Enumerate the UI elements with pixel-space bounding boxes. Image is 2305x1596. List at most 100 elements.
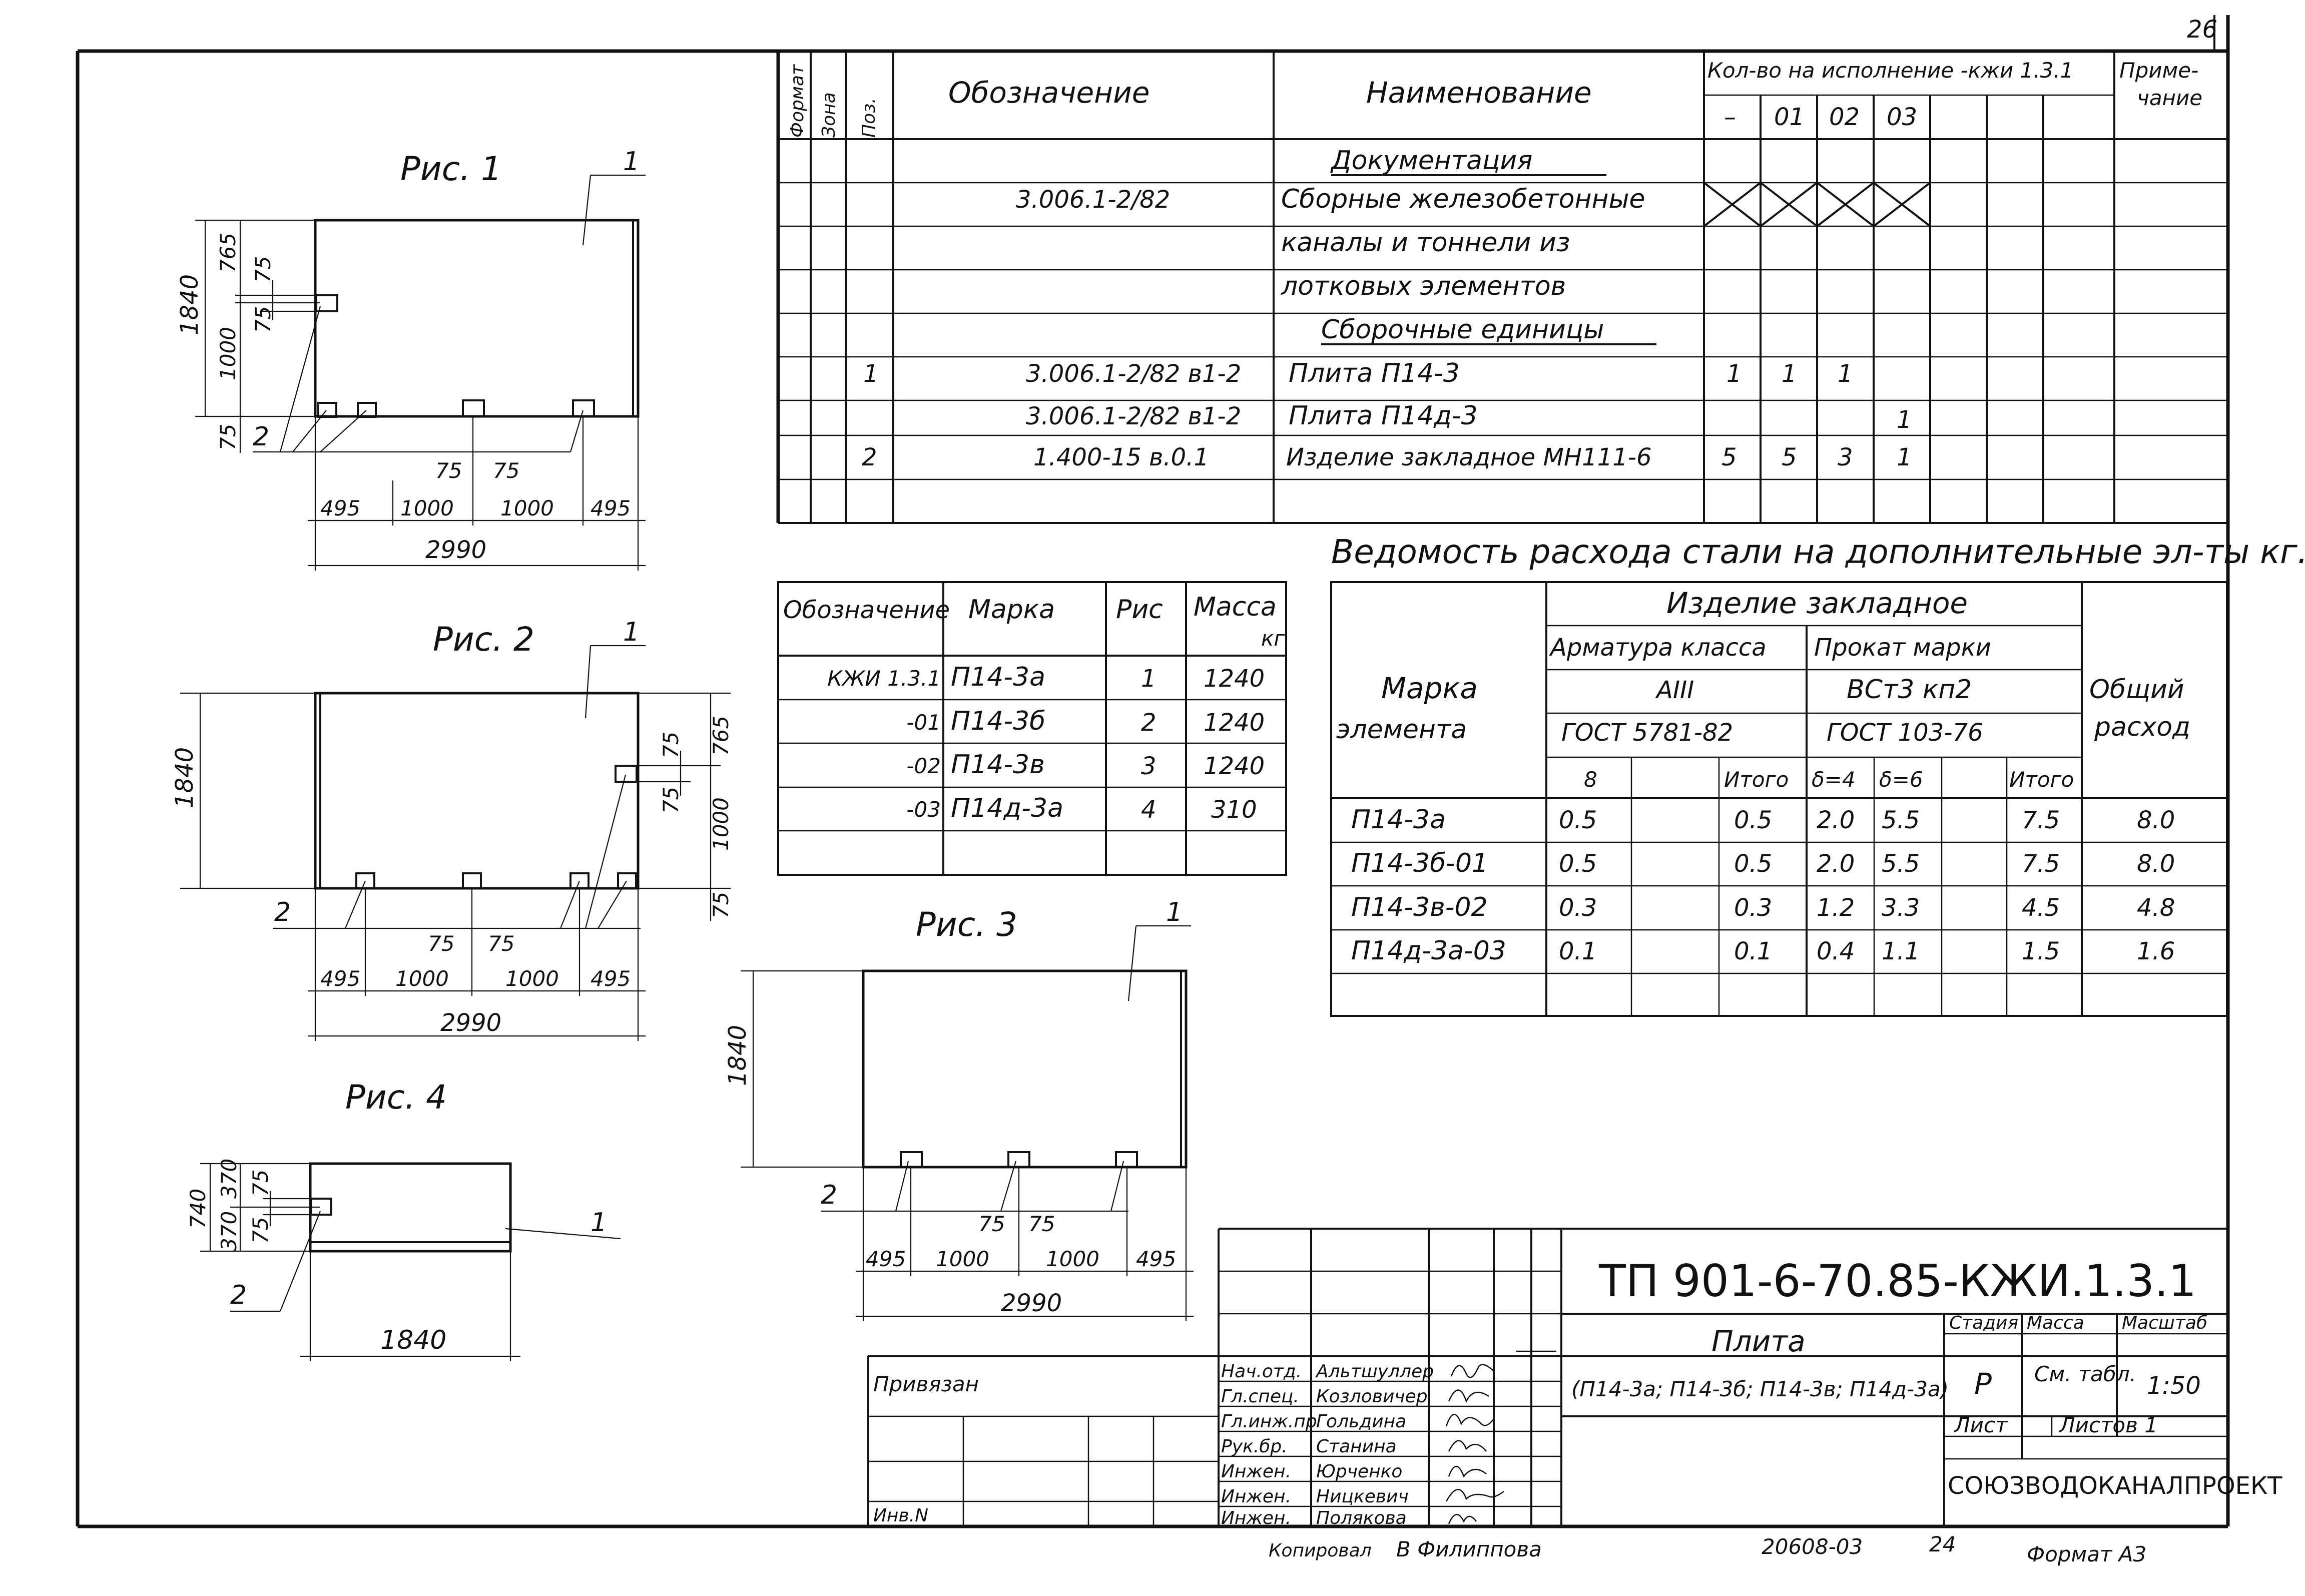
spec-variant-02: 02 [1829, 103, 1860, 131]
mark-col-mass-1: Масса [1194, 592, 1277, 622]
mark-row-designation: -01 [906, 710, 941, 735]
person: Ницкевич [1316, 1486, 1409, 1507]
steel-col-product: Изделие закладное [1666, 586, 1968, 620]
figure-2-dim: 495 [591, 966, 631, 991]
figure-2: Рис. 2 1 2 1840 75 765 75 1000 75 [171, 617, 733, 1041]
figure-2-leader-1: 1 [623, 617, 640, 647]
steel-cell: 0.1 [1559, 937, 1597, 965]
spec-col-note-1: Приме- [2119, 58, 2198, 83]
mark-col-designation: Обозначение [783, 596, 950, 624]
spec-row-designation: 3.006.1-2/82 [1016, 186, 1170, 214]
mass-value: См. табл. [2034, 1362, 2136, 1386]
mark-row-mark: П14-3в [951, 750, 1045, 780]
title-block: Привязан Инв.N Нач.отд. Альтшуллер Гл.сп… [867, 1228, 2282, 1528]
spec-col-note-2: чание [2137, 86, 2202, 110]
figure-3-dim-height: 1840 [724, 1025, 752, 1086]
spec-row-name: Сборные железобетонные [1281, 184, 1645, 214]
steel-cell: 5.5 [1882, 850, 1920, 878]
figure-4-dim: 75 [248, 1170, 273, 1196]
mark-col-mark: Марка [968, 595, 1055, 625]
person: Станина [1316, 1436, 1397, 1457]
figure-1-dim: 1000 [400, 496, 454, 520]
stage-value: Р [1974, 1367, 1992, 1401]
person: Гольдина [1316, 1411, 1406, 1432]
figure-4-title: Рис. 4 [345, 1078, 447, 1117]
steel-row: П14д-3а-03 0.1 0.1 0.4 1.1 1.5 1.6 [1351, 936, 2175, 966]
mark-row-mark: П14-3б [951, 706, 1045, 736]
steel-cell: 8.0 [2137, 806, 2175, 834]
privyazan-label: Привязан [873, 1372, 979, 1396]
figure-1-dim: 75 [216, 424, 240, 450]
figure-1-dim: 1000 [216, 327, 240, 380]
figure-2-dim: 1000 [505, 966, 559, 991]
scale-header: Масштаб [2122, 1313, 2207, 1333]
figure-2-dim: 765 [709, 716, 733, 756]
figure-1-dim: 75 [493, 458, 519, 483]
figure-4-dim: 75 [248, 1217, 273, 1244]
footer-page: 24 [1929, 1532, 1956, 1556]
mark-row-designation: -03 [906, 797, 941, 822]
figure-3-dim: 495 [1136, 1247, 1176, 1271]
steel-col-rolled: Прокат марки [1814, 634, 1991, 662]
figure-3-dim-length: 2990 [1001, 1289, 1062, 1317]
spec-row-designation: 1.400-15 в.0.1 [1033, 443, 1209, 471]
steel-cell: 0.5 [1734, 806, 1772, 834]
steel-cell: 0.3 [1734, 894, 1772, 922]
steel-cell: 5.5 [1882, 806, 1920, 834]
spec-row-designation: 3.006.1-2/82 в1-2 [1026, 402, 1241, 430]
figure-1-dim: 1000 [500, 496, 554, 520]
role: Гл.спец. [1221, 1386, 1299, 1407]
steel-col-rolled-gost: ГОСТ 103-76 [1827, 719, 1983, 747]
person: Козловичер [1316, 1386, 1428, 1407]
person: Альтшуллер [1315, 1361, 1434, 1382]
role: Рук.бр. [1221, 1436, 1288, 1457]
spec-variant-03: 03 [1887, 103, 1917, 131]
mark-row-mass: 1240 [1204, 709, 1265, 737]
figure-1-dim: 75 [251, 256, 275, 283]
role: Гл.инж.пр [1221, 1411, 1317, 1432]
steel-col-total-2: расход [2094, 712, 2190, 742]
figure-2-dim: 1000 [395, 966, 449, 991]
spec-row-pos: 1 [863, 360, 879, 388]
steel-col-rebar: Арматура класса [1549, 634, 1767, 662]
figure-2-dim: 75 [709, 892, 733, 918]
steel-cell: П14-3а [1351, 805, 1446, 835]
doc-code: ТП 901-6-70.85-КЖИ.1.3.1 [1598, 1255, 2196, 1307]
spec-col-pos: Поз. [859, 98, 879, 138]
steel-row: П14-3а 0.5 0.5 2.0 5.5 7.5 8.0 [1351, 805, 2175, 835]
steel-cell: 7.5 [2022, 806, 2060, 834]
spec-row-name: Документация [1330, 146, 1532, 176]
spec-col-format: Формат [787, 64, 808, 138]
signatures [1445, 1350, 1556, 1524]
spec-row-name: Плита П14д-3 [1289, 401, 1478, 431]
figure-3-leader-2: 2 [821, 1180, 837, 1210]
figure-1-dim-height: 1840 [176, 274, 204, 335]
figure-4-leader-2: 2 [230, 1280, 247, 1310]
spec-row-qty: 1 [1897, 406, 1912, 434]
steel-col-rebar-gost: ГОСТ 5781-82 [1561, 719, 1733, 747]
mark-row-fig: 4 [1141, 796, 1157, 824]
spec-row-name: Изделие закладное МН111-6 [1286, 443, 1652, 471]
spec-row-designation: 3.006.1-2/82 в1-2 [1026, 360, 1241, 388]
organization: СОЮЗВОДОКАНАЛПРОЕКТ [1948, 1472, 2282, 1500]
steel-cell: 2.0 [1817, 806, 1855, 834]
figure-3-title: Рис. 3 [916, 905, 1017, 944]
figure-4-dim: 370 [217, 1159, 241, 1199]
role: Инжен. [1221, 1461, 1291, 1482]
steel-cell: 1.2 [1817, 894, 1855, 922]
footer: Копировал В Филиппова 20608-03 24 Формат… [1269, 1532, 2146, 1566]
steel-cell: 8.0 [2137, 850, 2175, 878]
figure-2-dim: 75 [488, 931, 514, 956]
spec-row-name: Плита П14-3 [1289, 358, 1460, 388]
mark-row-mass: 310 [1211, 796, 1257, 824]
steel-sub: 8 [1584, 767, 1597, 792]
mark-row-fig: 3 [1141, 752, 1157, 780]
steel-sub: δ=4 [1812, 767, 1856, 792]
mark-row-designation: -02 [906, 754, 941, 778]
mark-row-mass: 1240 [1204, 752, 1265, 780]
steel-col-mark-1: Марка [1381, 671, 1478, 705]
role: Нач.отд. [1221, 1361, 1302, 1382]
spec-table: Формат Зона Поз. Обозначение Наименовани… [776, 51, 2228, 524]
spec-row-name: Сборочные единицы [1321, 315, 1604, 345]
spec-row-qty: 1 [1726, 360, 1742, 388]
